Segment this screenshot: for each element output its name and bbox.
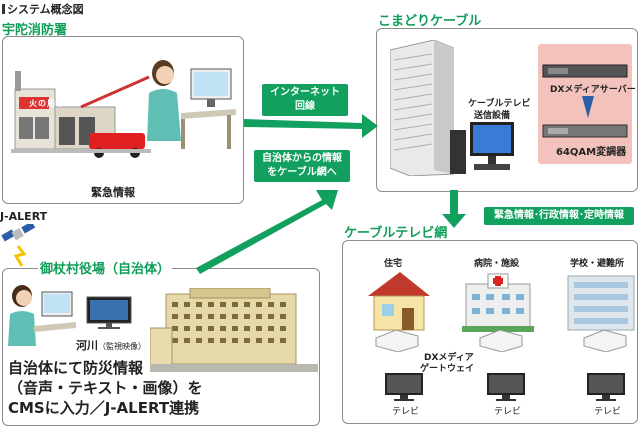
fire-station-panel: 火の用心 緊急情報 (2, 36, 244, 204)
municipal-arrow-label: 自治体からの情報をケーブル網へ (254, 150, 350, 182)
tx-equipment-label-2: 送信設備 (474, 111, 511, 121)
tv-label-hospital: テレビ (494, 407, 522, 417)
village-desc-line-2: （音声・テキスト・画像）を (8, 379, 203, 397)
page-title: システム概念図 (2, 1, 84, 17)
jalert-label: J-ALERT (0, 210, 48, 223)
tv-icon-house (385, 373, 423, 401)
gateway-icon-hospital (479, 330, 523, 352)
river-monitor-label: 河川（監視映像） (76, 339, 146, 352)
title-bar-icon (2, 4, 5, 14)
fire-operator-icon (147, 60, 236, 149)
house-icon (368, 272, 430, 331)
village-title: 御杖村役場（自治体） (38, 258, 173, 277)
modulator-label: 64QAM変調器 (556, 147, 627, 158)
pc-icon (450, 122, 514, 174)
tv-label-school: テレビ (594, 407, 622, 417)
fire-station-sign: 火の用心 (29, 99, 65, 108)
server-to-modulator-arrow-icon (582, 96, 594, 118)
municipal-info-arrow (196, 190, 338, 274)
tx-equipment-label-1: ケーブルテレビ (468, 99, 531, 109)
gateway-label-1: DXメディア (424, 353, 474, 363)
hospital-icon (462, 273, 534, 332)
village-desc-line-1: 自治体にて防災情報 (8, 359, 144, 377)
village-desc-line-3: CMSに入力／J-ALERT連携 (8, 399, 200, 417)
fire-caption: 緊急情報 (91, 186, 135, 199)
media-server-device-icon (542, 64, 628, 78)
modulator-device-icon (542, 124, 628, 138)
broadcast-arrow-label: 緊急情報･行政情報･定時情報 (484, 207, 634, 225)
fire-station-building-icon (11, 71, 151, 158)
gateway-icon-school (583, 330, 627, 352)
tv-icon-hospital (487, 373, 525, 401)
tv-label-house: テレビ (392, 407, 420, 417)
tv-icon-school (587, 373, 625, 401)
site-label-hospital: 病院・施設 (474, 259, 520, 269)
gateway-icon-house (375, 330, 419, 352)
cable-company-title: こまどりケーブル (378, 14, 482, 29)
server-rack-icon (390, 40, 454, 176)
satellite-icon (1, 224, 36, 267)
school-icon (567, 275, 635, 331)
cable-network-title: ケーブルテレビ網 (344, 226, 448, 241)
river-monitor-icon (86, 296, 132, 329)
internet-line-arrow (244, 114, 378, 138)
site-label-school: 学校・避難所 (570, 259, 625, 269)
media-server-label: DXメディアサーバー (550, 85, 636, 95)
village-office-building-icon (150, 288, 318, 372)
gateway-label-2: ゲートウェイ (420, 364, 475, 374)
fire-station-title: 宇陀消防署 (2, 23, 68, 38)
site-label-house: 住宅 (384, 259, 403, 269)
village-operator-icon (8, 285, 76, 346)
internet-arrow-label: インターネット回線 (262, 84, 348, 116)
broadcast-down-arrow (442, 190, 466, 228)
